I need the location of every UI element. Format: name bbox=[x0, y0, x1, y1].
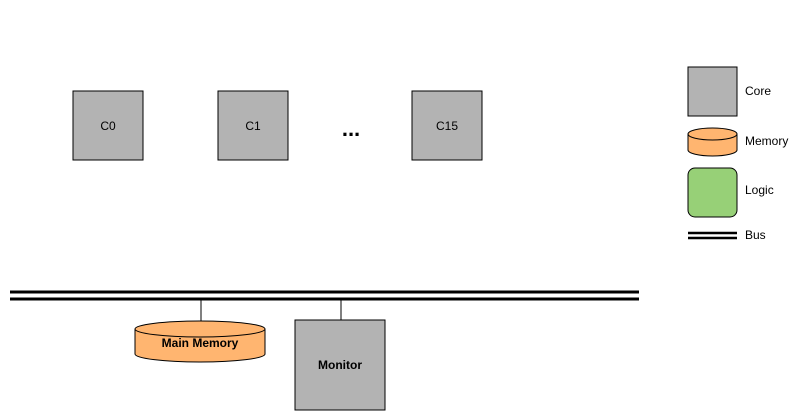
monitor-box bbox=[294, 319, 386, 411]
core-c1-box bbox=[217, 90, 289, 161]
legend-memory-top bbox=[687, 127, 738, 141]
core-c1: C1 bbox=[217, 90, 289, 161]
main-bus bbox=[10, 290, 639, 301]
monitor: Monitor bbox=[294, 319, 386, 411]
core-c15-box bbox=[411, 90, 483, 161]
core-c0-label: C0 bbox=[100, 119, 116, 133]
monitor-label: Monitor bbox=[318, 358, 362, 372]
main-memory-label: Main Memory bbox=[162, 336, 239, 350]
cores-ellipsis: ... bbox=[342, 116, 360, 141]
legend-logic: Logic bbox=[687, 167, 774, 218]
legend-memory: Memory bbox=[687, 127, 788, 157]
legend-bus-label: Bus bbox=[745, 228, 766, 242]
core-c0: C0 bbox=[72, 90, 144, 161]
legend-core-label: Core bbox=[745, 84, 771, 98]
core-c15: C15 bbox=[411, 90, 483, 161]
main-memory: Main Memory bbox=[134, 320, 266, 363]
legend-logic-swatch bbox=[687, 167, 738, 218]
legend-memory-label: Memory bbox=[745, 134, 788, 148]
main-memory-body bbox=[134, 329, 266, 363]
core-c15-label: C15 bbox=[436, 119, 458, 133]
legend: Core Memory Logic Bus bbox=[687, 66, 788, 242]
legend-bus: Bus bbox=[688, 228, 766, 242]
main-memory-top bbox=[134, 320, 266, 338]
core-c1-label: C1 bbox=[245, 119, 261, 133]
legend-logic-label: Logic bbox=[745, 183, 774, 197]
legend-core-swatch bbox=[687, 66, 738, 117]
core-c0-box bbox=[72, 90, 144, 161]
legend-core: Core bbox=[687, 66, 771, 117]
